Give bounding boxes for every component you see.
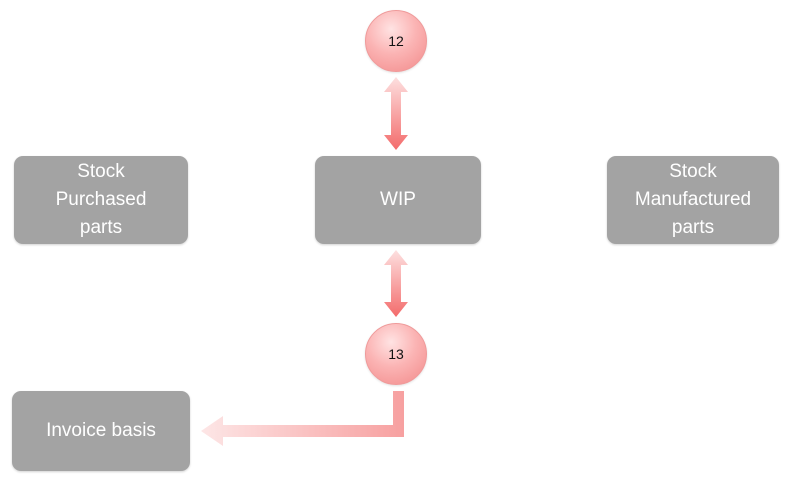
wip-box: WIP — [315, 156, 481, 244]
stock-purchased-parts-box: Stock Purchased parts — [14, 156, 188, 244]
stock-manufactured-parts-box: Stock Manufactured parts — [607, 156, 779, 244]
step-node-13: 13 — [365, 323, 427, 385]
stock-purchased-parts-label: Stock Purchased parts — [55, 161, 147, 238]
invoice-basis-box: Invoice basis — [12, 391, 190, 471]
elbow-arrow-13-invoice — [201, 391, 404, 446]
invoice-basis-label: Invoice basis — [46, 420, 156, 441]
step-node-12: 12 — [365, 10, 427, 72]
stock-manufactured-parts-label: Stock Manufactured parts — [634, 161, 752, 238]
step-node-12-label: 12 — [388, 33, 404, 49]
step-node-13-label: 13 — [388, 346, 404, 362]
double-arrow-12-wip — [384, 77, 408, 150]
wip-label: WIP — [380, 189, 416, 210]
double-arrow-wip-13 — [384, 250, 408, 317]
